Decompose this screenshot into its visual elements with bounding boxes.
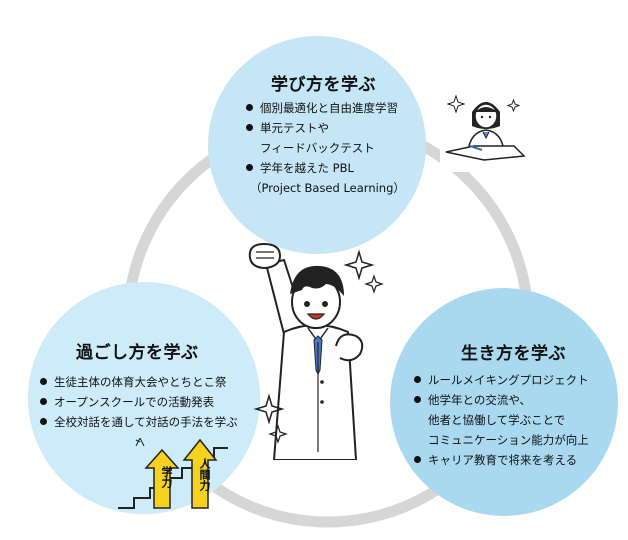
list-item: フィードバックテスト [260,141,375,155]
list-item: オープンスクールでの活動発表 [40,392,238,412]
left-section-title: 過ごし方を学ぶ [76,343,199,363]
circle-learning-how-to-learn [208,36,426,254]
circle-learning-how-to-live [390,288,618,516]
list-item: コミュニケーション能力が向上 [428,433,589,447]
right-section-list: ルールメイキングプロジェクト 他学年との交流や、 他者と協働して学ぶことで コミ… [414,370,589,470]
cheering-student-icon [248,242,384,460]
studying-girl-icon [440,82,530,172]
list-item: 他学年との交流や、 [414,390,589,410]
list-item: 生徒主体の体育大会やとちとこ祭 [40,372,238,392]
list-item: （Project Based Learning） [250,181,405,195]
left-section-list: 生徒主体の体育大会やとちとこ祭 オープンスクールでの活動発表 全校対話を通して対… [40,372,238,432]
top-section-list: 個別最適化と自由進度学習 単元テストや フィードバックテスト 学年を越えた PB… [246,98,405,198]
circle-learning-how-to-spend [28,282,260,514]
top-section-title: 学び方を学ぶ [271,75,376,95]
list-item: 全校対話を通して対話の手法を学ぶ [40,412,238,432]
list-item: 学年を越えた PBL [246,158,405,178]
growth-arrows-icon [118,438,228,509]
list-item: ルールメイキングプロジェクト [414,370,589,390]
human-ability-label: 人間力 [198,458,211,491]
right-section-title: 生き方を学ぶ [461,344,566,364]
list-item: 単元テストや [246,118,405,138]
academic-ability-label: 学力 [160,466,173,488]
list-item: 他者と協働して学ぶことで [428,413,566,427]
list-item: キャリア教育で将来を考える [414,450,589,470]
list-item: 個別最適化と自由進度学習 [246,98,405,118]
